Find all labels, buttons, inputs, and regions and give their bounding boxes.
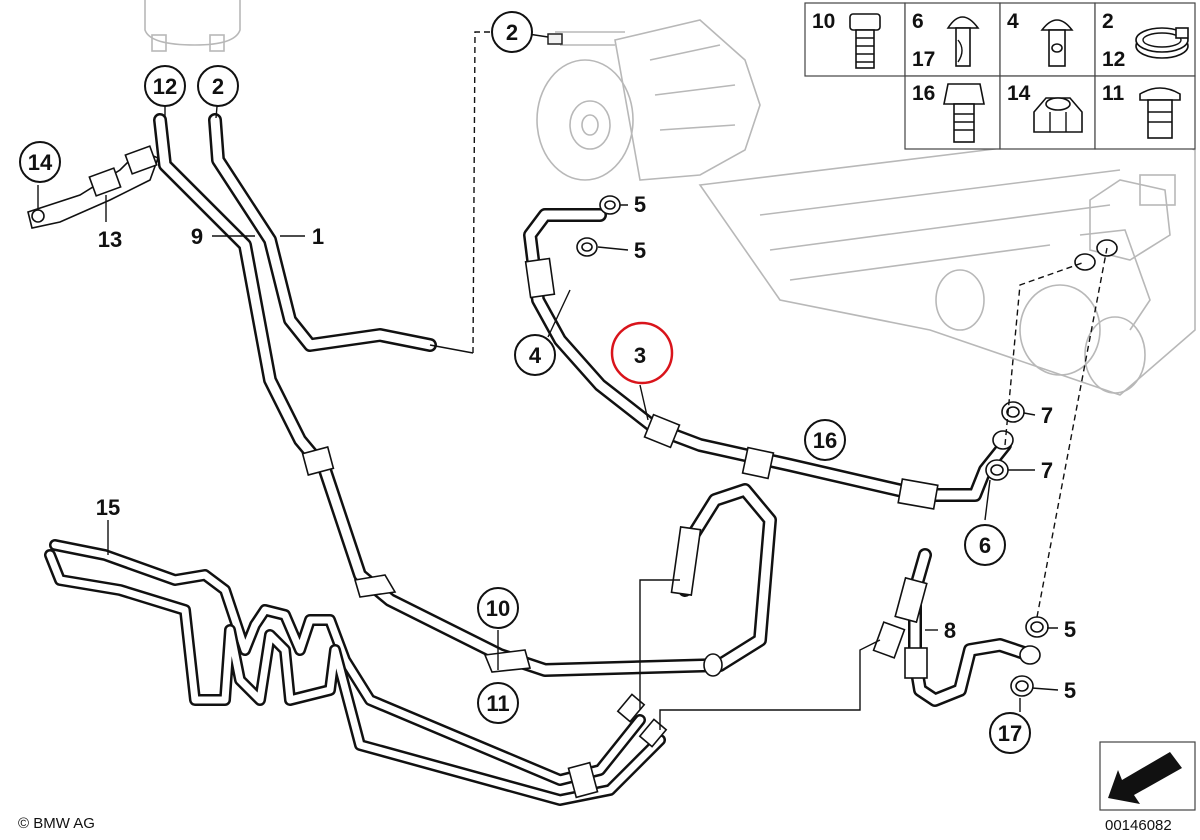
label-9: 9 — [191, 224, 203, 249]
hex-nut-icon — [1033, 97, 1083, 133]
diagram-number: 00146082 — [1105, 817, 1172, 834]
legend-cell-17: 17 — [912, 48, 935, 71]
hose-8 — [872, 548, 1037, 707]
callout-6-label: 6 — [979, 533, 991, 558]
label-1: 1 — [312, 224, 324, 249]
banjo-bolt-icon — [1040, 19, 1074, 67]
callout-16[interactable]: 16 — [804, 419, 846, 461]
label-5-third: 5 — [1064, 617, 1076, 642]
callout-4-label: 4 — [529, 343, 542, 368]
callout-6[interactable]: 6 — [964, 524, 1006, 566]
label-5-fourth: 5 — [1064, 678, 1076, 703]
hose-1 — [208, 113, 437, 352]
hose-9 — [153, 113, 727, 677]
label-13: 13 — [98, 227, 122, 252]
callout-17[interactable]: 17 — [989, 712, 1031, 754]
callout-11-label: 11 — [486, 691, 509, 716]
hose-clamp-icon — [1135, 27, 1189, 59]
hose-return-loop — [670, 483, 777, 677]
hose-3-pressure-line — [523, 208, 1012, 510]
legend-cell-6: 6 — [912, 10, 924, 33]
label-15: 15 — [96, 495, 120, 520]
callout-2-pump[interactable]: 2 — [491, 11, 533, 53]
callout-14[interactable]: 14 — [19, 141, 61, 183]
label-8: 8 — [944, 618, 956, 643]
bolt-icon — [849, 13, 881, 69]
copyright-text: © BMW AG — [18, 815, 95, 832]
fastener-legend: 10 6 17 4 2 12 16 14 11 — [804, 2, 1196, 150]
label-5-upper: 5 — [634, 192, 646, 217]
label-7-upper: 7 — [1041, 403, 1053, 428]
label-5-lower: 5 — [634, 238, 646, 263]
callout-16-label: 16 — [813, 428, 837, 453]
callout-3-highlighted[interactable]: 3 — [610, 321, 674, 385]
callout-2-reservoir-label: 2 — [212, 74, 224, 99]
power-steering-pump — [536, 19, 761, 181]
callout-12-label: 12 — [153, 74, 177, 99]
screw-icon — [946, 16, 980, 67]
legend-cell-16: 16 — [912, 82, 935, 105]
legend-cell-12: 12 — [1102, 48, 1125, 71]
callout-2-pump-label: 2 — [506, 20, 518, 45]
label-7-lower: 7 — [1041, 458, 1053, 483]
callout-4[interactable]: 4 — [514, 334, 556, 376]
hex-bolt-icon — [943, 83, 985, 143]
steering-rack-ghost — [698, 129, 1196, 396]
reservoir — [144, 0, 241, 52]
legend-cell-4: 4 — [1007, 10, 1019, 33]
sealing-rings — [576, 195, 1118, 697]
callout-11[interactable]: 11 — [477, 682, 519, 724]
callout-14-label: 14 — [28, 150, 53, 175]
legend-cell-11: 11 — [1102, 82, 1125, 105]
bracket-13-14 — [27, 145, 160, 229]
legend-cell-2: 2 — [1102, 10, 1114, 33]
callout-10-label: 10 — [486, 596, 510, 621]
legend-cell-14: 14 — [1007, 82, 1031, 105]
callout-17-label: 17 — [998, 721, 1022, 746]
callout-12[interactable]: 12 — [144, 65, 186, 107]
callout-2-reservoir[interactable]: 2 — [197, 65, 239, 107]
rivet-icon — [1139, 87, 1181, 139]
orientation-arrow-box — [1099, 741, 1196, 811]
legend-cell-10: 10 — [812, 10, 835, 33]
leader-lines — [37, 31, 1108, 730]
callout-3-label: 3 — [634, 343, 646, 368]
callout-10[interactable]: 10 — [477, 587, 519, 629]
